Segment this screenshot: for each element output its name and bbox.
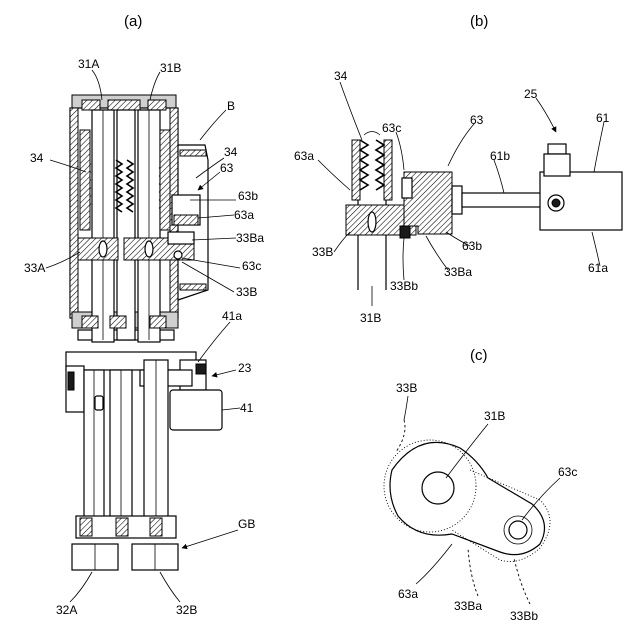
gearbox-GB xyxy=(72,516,178,570)
label-34-b: 34 xyxy=(334,69,348,83)
lever-33B-outline xyxy=(384,440,550,562)
label-63b-b: 63b xyxy=(462,239,482,253)
actuator-61 xyxy=(540,144,622,230)
label-33A: 33A xyxy=(24,261,45,275)
panel-b: (b) xyxy=(294,13,622,325)
label-32A: 32A xyxy=(56,603,77,617)
label-31B: 31B xyxy=(160,61,181,75)
panel-a: (a) xyxy=(24,13,264,617)
label-33Ba-c: 33Ba xyxy=(454,599,482,613)
label-34-right: 34 xyxy=(224,145,238,159)
label-63c-b: 63c xyxy=(382,121,401,135)
arc-33B xyxy=(396,420,405,452)
label-63: 63 xyxy=(220,161,234,175)
label-33B: 33B xyxy=(236,285,257,299)
label-41a: 41a xyxy=(222,309,242,323)
label-33B-b: 33B xyxy=(312,245,333,259)
label-34-left: 34 xyxy=(30,151,44,165)
label-33Bb-c: 33Bb xyxy=(510,609,538,623)
label-63c-c: 63c xyxy=(558,465,577,479)
panel-b-title: (b) xyxy=(470,13,488,30)
label-GB: GB xyxy=(238,517,255,531)
lever-63a xyxy=(390,442,545,554)
label-31B-b: 31B xyxy=(360,311,381,325)
label-63a: 63a xyxy=(234,208,254,222)
label-61b: 61b xyxy=(490,149,510,163)
panel-c-title: (c) xyxy=(470,347,488,364)
label-31B-c: 31B xyxy=(484,409,505,423)
label-33B-c: 33B xyxy=(396,381,417,395)
label-63a-c: 63a xyxy=(398,587,418,601)
label-33Bb-b: 33Bb xyxy=(390,279,418,293)
shaft-31A xyxy=(92,110,114,342)
label-63-b: 63 xyxy=(470,113,484,127)
label-25: 25 xyxy=(524,87,538,101)
shaft-31B xyxy=(138,110,160,342)
label-61a: 61a xyxy=(588,261,608,275)
label-63c: 63c xyxy=(242,259,261,273)
label-63a-b: 63a xyxy=(294,149,314,163)
label-41: 41 xyxy=(240,401,254,415)
label-61: 61 xyxy=(596,111,610,125)
panel-c: (c) 33B 31B 63c 63a 33Ba 33Bb xyxy=(384,347,577,623)
panel-a-title: (a) xyxy=(124,13,142,30)
label-31A: 31A xyxy=(78,57,99,71)
label-33Ba: 33Ba xyxy=(236,231,264,245)
motor-41 xyxy=(170,390,222,430)
label-32B: 32B xyxy=(176,603,197,617)
rod-61b xyxy=(462,193,542,207)
lever-33A xyxy=(78,238,118,260)
label-B: B xyxy=(227,99,235,113)
label-33Ba-b: 33Ba xyxy=(444,265,472,279)
label-63b: 63b xyxy=(238,189,258,203)
member-63-b xyxy=(400,172,462,238)
label-23: 23 xyxy=(238,361,252,375)
